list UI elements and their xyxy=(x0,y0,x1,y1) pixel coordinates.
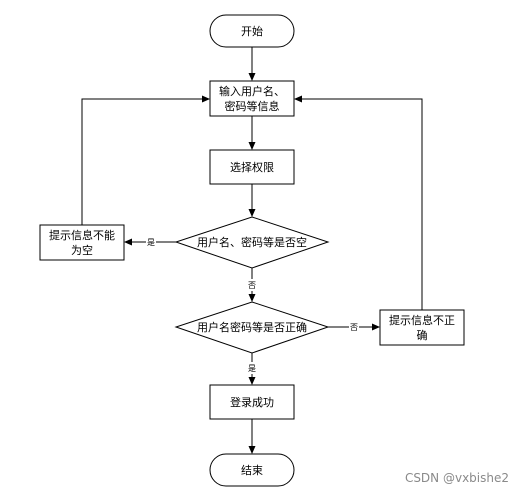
empty-message-line1: 提示信息不能 xyxy=(49,228,115,242)
empty-check-decision: 用户名、密码等是否空 xyxy=(174,216,330,269)
select-permission-node: 选择权限 xyxy=(209,149,295,185)
input-label-line2: 密码等信息 xyxy=(225,99,280,113)
input-credentials-node: 输入用户名、 密码等信息 xyxy=(209,80,295,117)
login-success-node: 登录成功 xyxy=(209,384,295,420)
correct-check-decision: 用户名密码等是否正确 xyxy=(174,301,330,354)
edge-label-bg-correct-yes xyxy=(247,362,257,374)
empty-message-line2: 为空 xyxy=(71,243,93,257)
start-node: 开始 xyxy=(209,14,295,48)
end-node: 结束 xyxy=(209,453,295,487)
watermark-text: CSDN @vxbishe2 xyxy=(405,471,509,485)
edge-label-empty-no: 否 xyxy=(248,281,256,290)
edge-label-correct-no: 否 xyxy=(350,323,358,332)
edge-label-empty-yes: 是 xyxy=(147,238,155,247)
empty-check-label: 用户名、密码等是否空 xyxy=(197,235,307,249)
input-label-line1: 输入用户名、 xyxy=(219,84,285,98)
correct-check-label: 用户名密码等是否正确 xyxy=(197,320,307,334)
login-success-label: 登录成功 xyxy=(230,395,274,409)
edge-empty-msg-back-to-input xyxy=(81,95,210,225)
incorrect-message-line1: 提示信息不正 xyxy=(389,313,455,327)
edge-incorrect-msg-back-to-input xyxy=(294,95,423,310)
select-permission-label: 选择权限 xyxy=(230,160,274,174)
end-label: 结束 xyxy=(241,464,263,477)
edge-label-bg-empty-no xyxy=(247,279,257,291)
edge-label-bg-correct-no xyxy=(349,321,359,333)
incorrect-message-node: 提示信息不正 确 xyxy=(379,309,465,346)
empty-message-node: 提示信息不能 为空 xyxy=(39,224,125,261)
start-label: 开始 xyxy=(241,24,263,38)
incorrect-message-line2: 确 xyxy=(417,329,428,342)
edge-label-correct-yes: 是 xyxy=(248,364,256,373)
edge-label-bg-empty-yes xyxy=(146,236,156,248)
